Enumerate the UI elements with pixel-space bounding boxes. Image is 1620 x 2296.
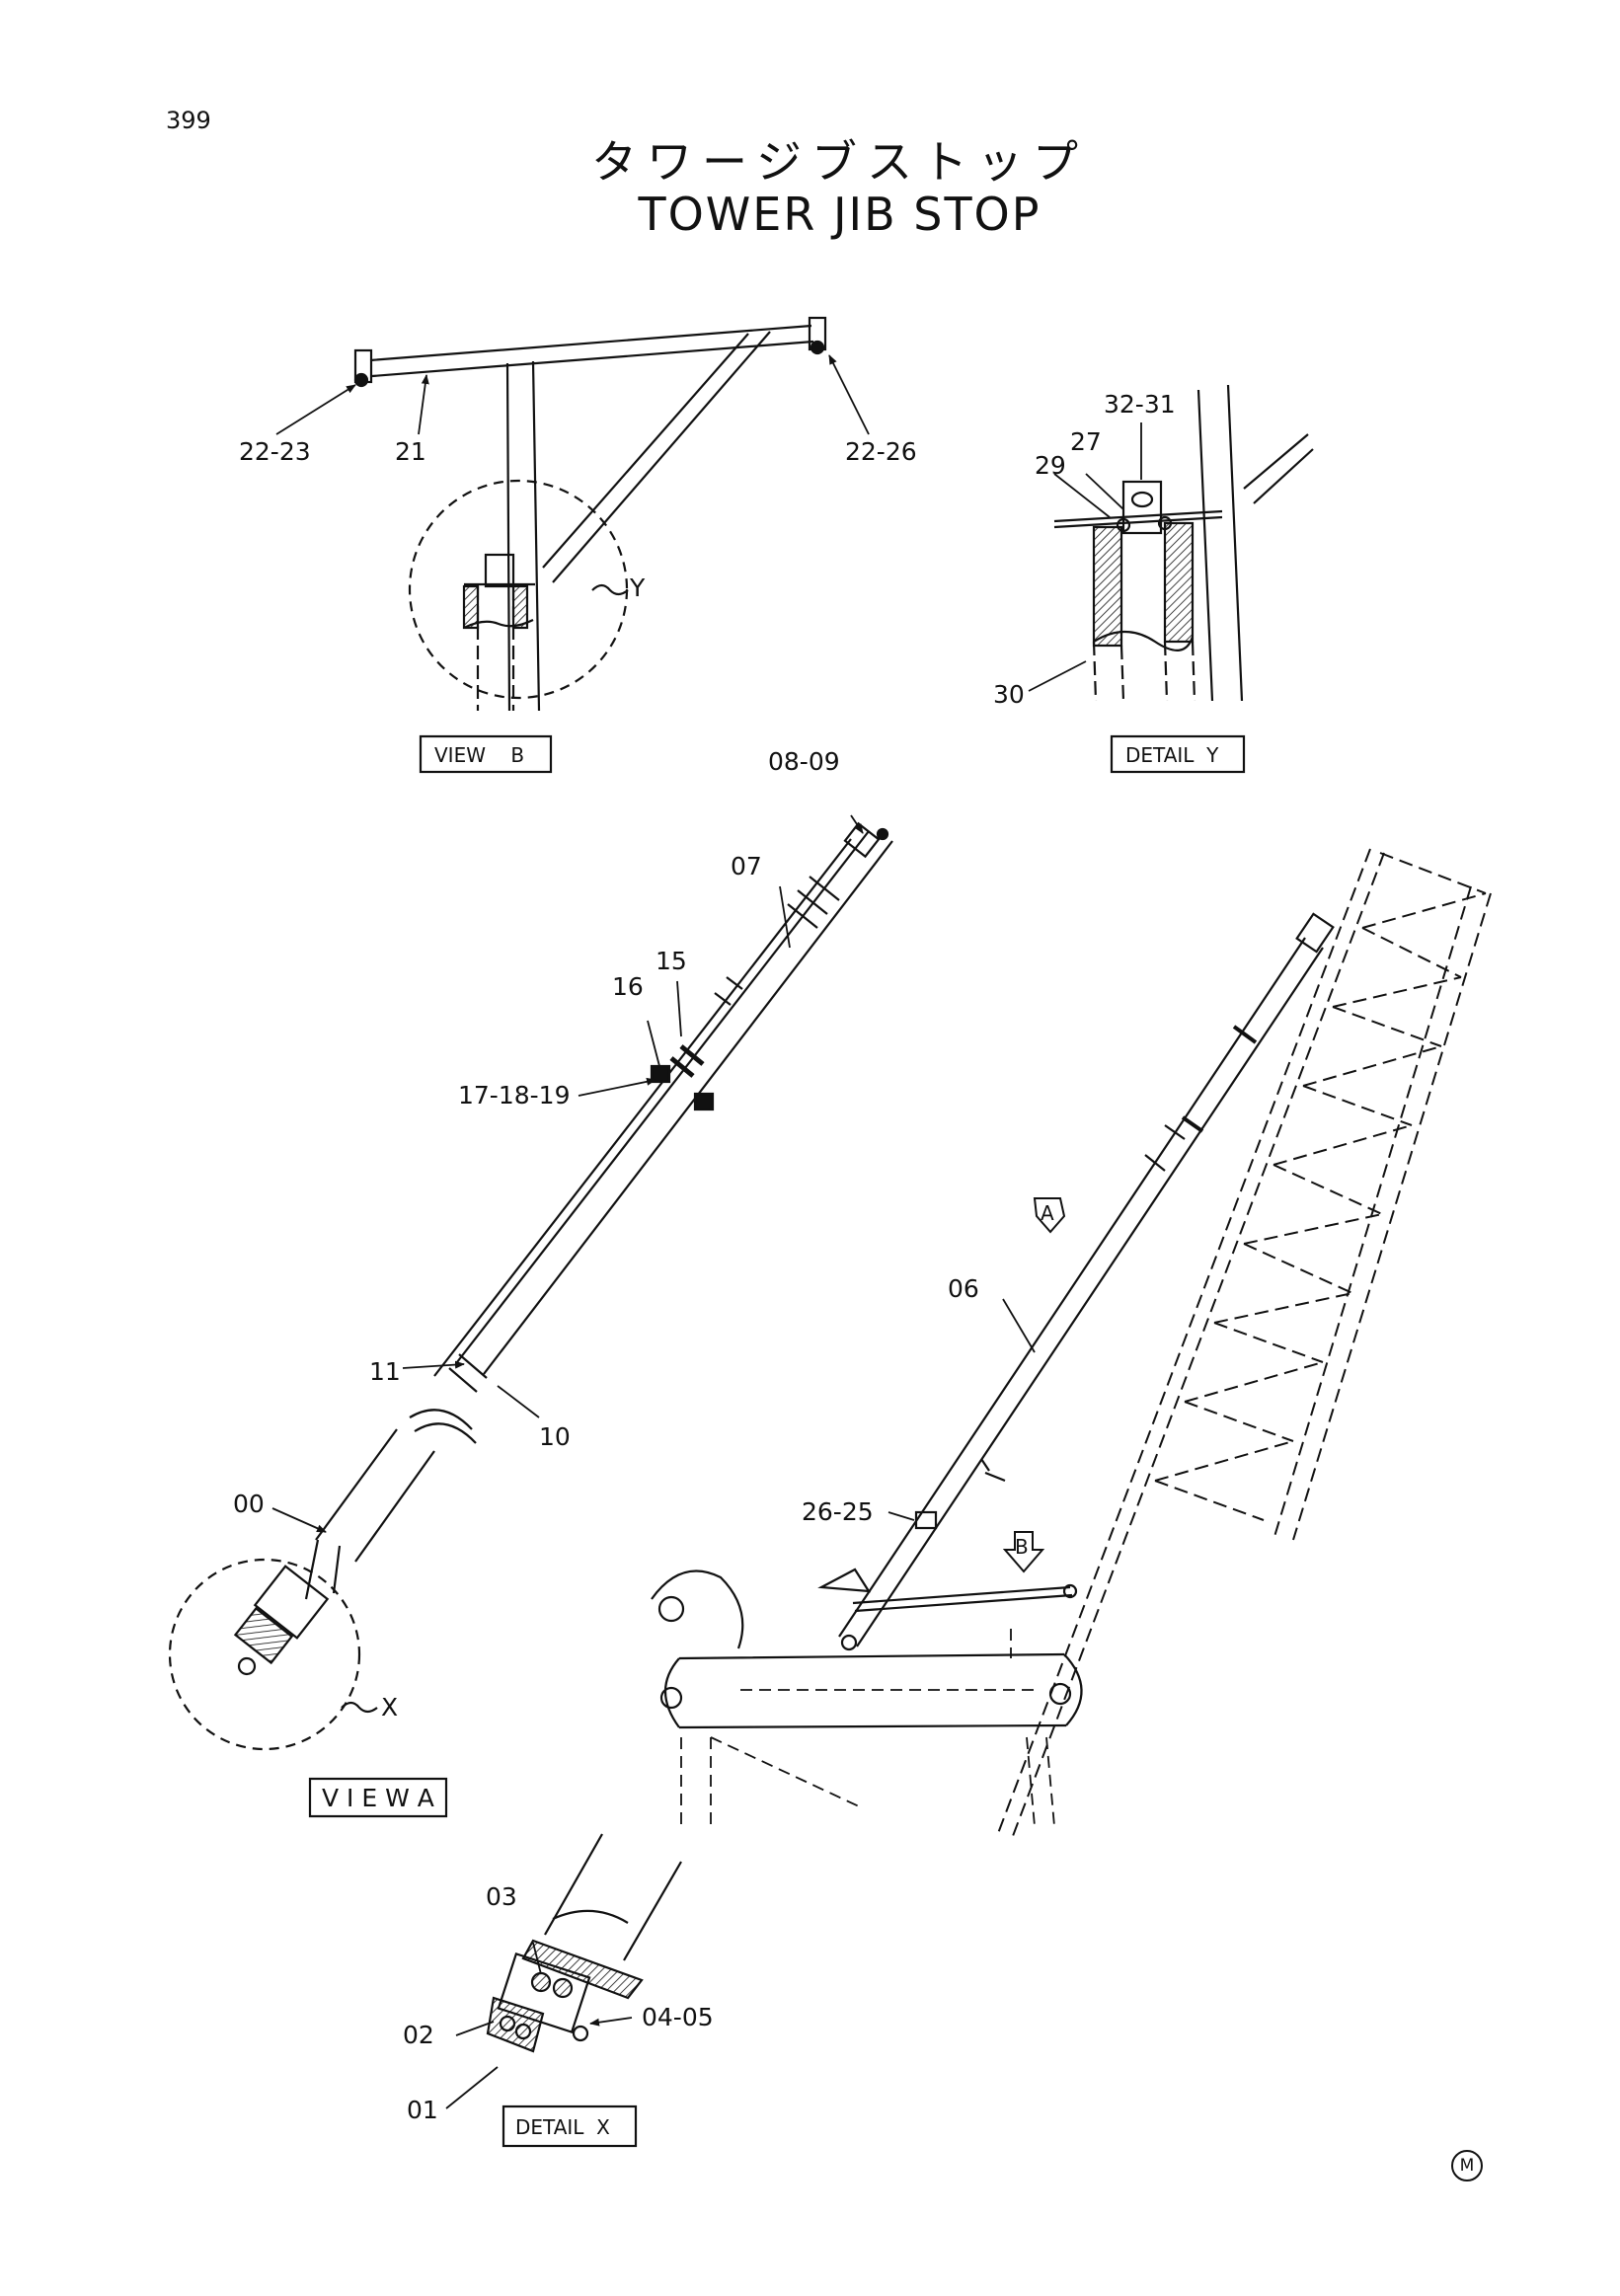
part-16: 16	[612, 972, 644, 1001]
callout-b: B	[1015, 1535, 1029, 1559]
part-27: 27	[1070, 427, 1102, 456]
footer-m-mark: M	[1451, 2150, 1483, 2181]
part-07: 07	[731, 852, 762, 880]
callout-a: A	[1041, 1201, 1054, 1225]
detail-y-box	[1110, 734, 1246, 774]
part-32-31: 32-31	[1104, 390, 1176, 419]
title-english: TOWER JIB STOP	[638, 188, 1041, 241]
detail-y-drawing	[1053, 384, 1314, 702]
part-06: 06	[948, 1274, 979, 1303]
part-29: 29	[1035, 451, 1066, 480]
part-01: 01	[407, 2096, 438, 2124]
part-22-26: 22-26	[845, 437, 917, 466]
leader-lines	[271, 354, 1142, 2109]
part-11: 11	[369, 1357, 401, 1386]
part-21: 21	[395, 437, 426, 466]
view-b-drawing	[353, 316, 827, 712]
part-08-09: 08-09	[768, 747, 840, 776]
part-26-25: 26-25	[802, 1497, 874, 1526]
title-japanese: タワージブストップ	[590, 135, 1089, 189]
view-a-arrow-icon	[1033, 1197, 1066, 1234]
detail-x-label: DETAIL X	[515, 2115, 610, 2139]
crane-drawing	[651, 848, 1492, 1837]
part-03: 03	[486, 1882, 517, 1911]
main-cylinder-drawing	[168, 821, 893, 1751]
part-17-18-19: 17-18-19	[458, 1081, 570, 1110]
part-15: 15	[656, 947, 687, 975]
page-number: 399	[166, 107, 211, 134]
part-30: 30	[993, 680, 1025, 709]
part-04-05: 04-05	[642, 2003, 714, 2031]
view-a-label: V I E W A	[322, 1784, 434, 1812]
part-10: 10	[539, 1422, 571, 1451]
view-a-box	[308, 1777, 448, 1818]
part-02: 02	[403, 2021, 434, 2049]
view-b-label: VIEW B	[434, 743, 524, 767]
view-b-arrow-icon	[1002, 1531, 1045, 1573]
callout-x: X	[381, 1693, 398, 1722]
detail-x-drawing	[486, 1833, 682, 2053]
detail-y-label: DETAIL Y	[1125, 743, 1219, 767]
part-22-23: 22-23	[239, 437, 311, 466]
part-00: 00	[233, 1490, 265, 1518]
view-b-box	[419, 734, 553, 774]
detail-x-box	[501, 2105, 638, 2148]
callout-y: Y	[629, 574, 646, 602]
